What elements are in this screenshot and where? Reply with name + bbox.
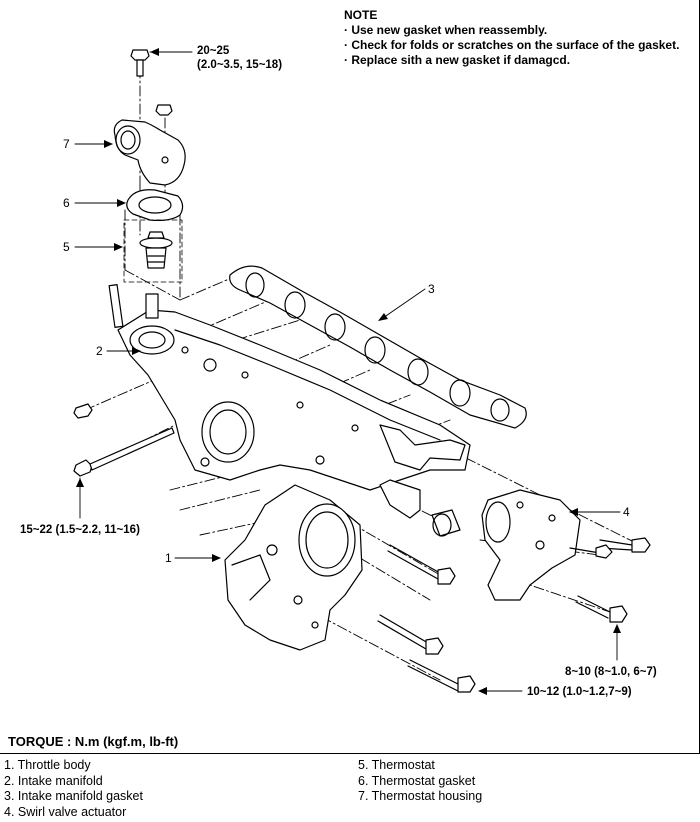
lower-bolts (377, 544, 476, 693)
callout-5: 5 (63, 240, 70, 254)
exploded-assembly-diagram (73, 48, 651, 695)
throttle-body (224, 484, 363, 651)
left-long-bolt (73, 427, 175, 477)
note-line: · Use new gasket when reassembly. (344, 23, 548, 37)
note-title: NOTE (344, 8, 378, 22)
legend-item: 1. Throttle body (4, 758, 91, 772)
thermostat-housing (113, 119, 186, 186)
callout-7: 7 (63, 137, 70, 151)
note-line: · Replace sith a new gasket if damagcd. (344, 53, 571, 67)
callout-1: 1 (165, 551, 172, 565)
actuator-bushing (431, 509, 461, 537)
legend-item: 2. Intake manifold (4, 773, 103, 788)
torque-top-value: 20~25 (197, 45, 230, 57)
swirl-valve-actuator (481, 489, 581, 601)
torque-left-bolt: 15~22 (1.5~2.2, 11~16) (20, 524, 140, 536)
legend-item: 4. Swirl valve actuator (4, 804, 127, 819)
torque-bottom-bolt: 10~12 (1.0~1.2,7~9) (527, 686, 632, 698)
legend-item: 5. Thermostat (358, 758, 435, 772)
intake-manifold (108, 284, 471, 519)
thermostat-group-box (123, 219, 183, 283)
legend-right-column: 5. Thermostat 6. Thermostat gasket 7. Th… (358, 758, 482, 805)
legend-item: 3. Intake manifold gasket (4, 789, 143, 803)
legend-item: 7. Thermostat housing (358, 789, 483, 803)
callout-4: 4 (623, 505, 630, 519)
callout-6: 6 (63, 196, 70, 210)
legend-divider (0, 753, 700, 754)
torque-right-bolt: 8~10 (8~1.0, 6~7) (565, 666, 657, 678)
intake-manifold-gasket (229, 265, 527, 429)
leader-arrowheads (76, 48, 621, 695)
note-line: · Check for folds or scratches on the su… (344, 38, 680, 52)
housing-stud-nut (155, 104, 173, 116)
legend-left-column: 1. Throttle body 2. Intake manifold 3. I… (4, 758, 143, 820)
left-nut (73, 403, 93, 419)
thermostat-housing-bolt (130, 49, 150, 77)
thermostat-gasket (126, 189, 184, 222)
torque-top-bolt: 20~25 (2.0~3.5, 15~18) (197, 44, 282, 72)
callout-3: 3 (428, 282, 435, 296)
right-short-bolts (569, 537, 651, 623)
thermostat (139, 231, 173, 269)
callout-2: 2 (96, 344, 103, 358)
torque-top-conversions: (2.0~3.5, 15~18) (197, 59, 283, 71)
legend-item: 6. Thermostat gasket (358, 773, 476, 788)
torque-units-title: TORQUE : N.m (kgf.m, lb-ft) (8, 734, 179, 749)
note-box: NOTE · Use new gasket when reassembly. ·… (344, 8, 679, 68)
